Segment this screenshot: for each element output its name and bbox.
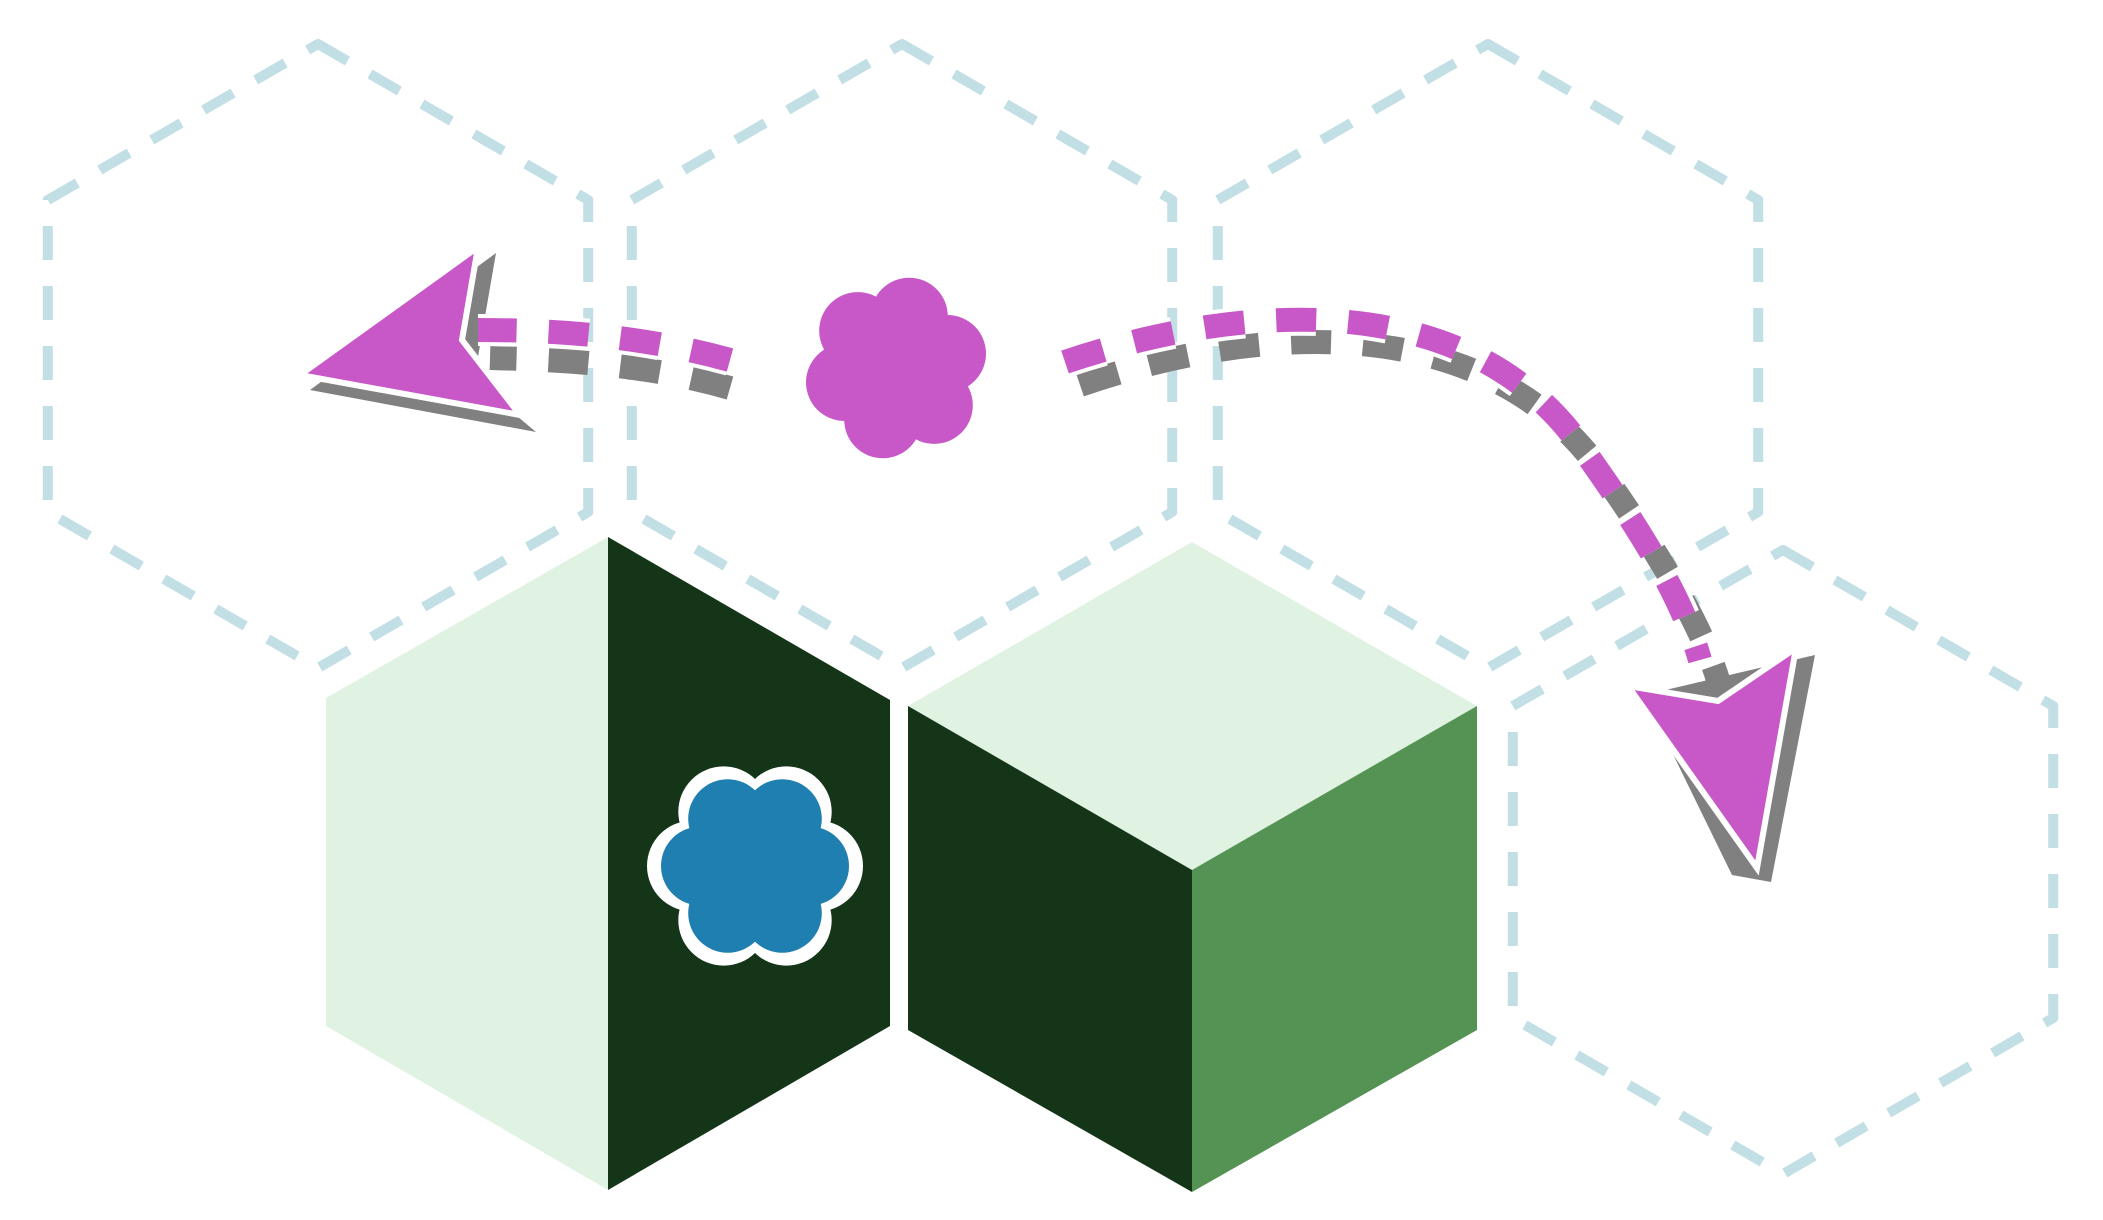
left-arrow (292, 240, 735, 420)
dashed-hexagon (1507, 545, 2059, 1179)
left-arrow-dashes (477, 318, 734, 372)
magenta-flower-marker (806, 277, 987, 459)
flower-markers (647, 277, 987, 966)
left-arrow-shadow-dashes (489, 346, 734, 400)
dashed-hexagon (626, 39, 1178, 673)
hex-tile-light-left-half (326, 537, 608, 1190)
right-arrow-head (1621, 641, 1801, 876)
right-arrow-shadow-dashes (1076, 330, 1730, 684)
cube-top-face (908, 542, 1477, 870)
left-arrow-head (292, 240, 528, 420)
right-arrow-dashes (1061, 307, 1712, 664)
cube-left-face (908, 706, 1192, 1192)
solid-tiles (326, 537, 1477, 1192)
movement-arrows (292, 240, 1815, 882)
dashed-hexagon (1212, 39, 1764, 673)
blue-flower-marker (661, 779, 849, 953)
dashed-hexagon (42, 39, 594, 673)
cube-right-face (1192, 706, 1477, 1192)
right-arrow (1059, 303, 1801, 876)
